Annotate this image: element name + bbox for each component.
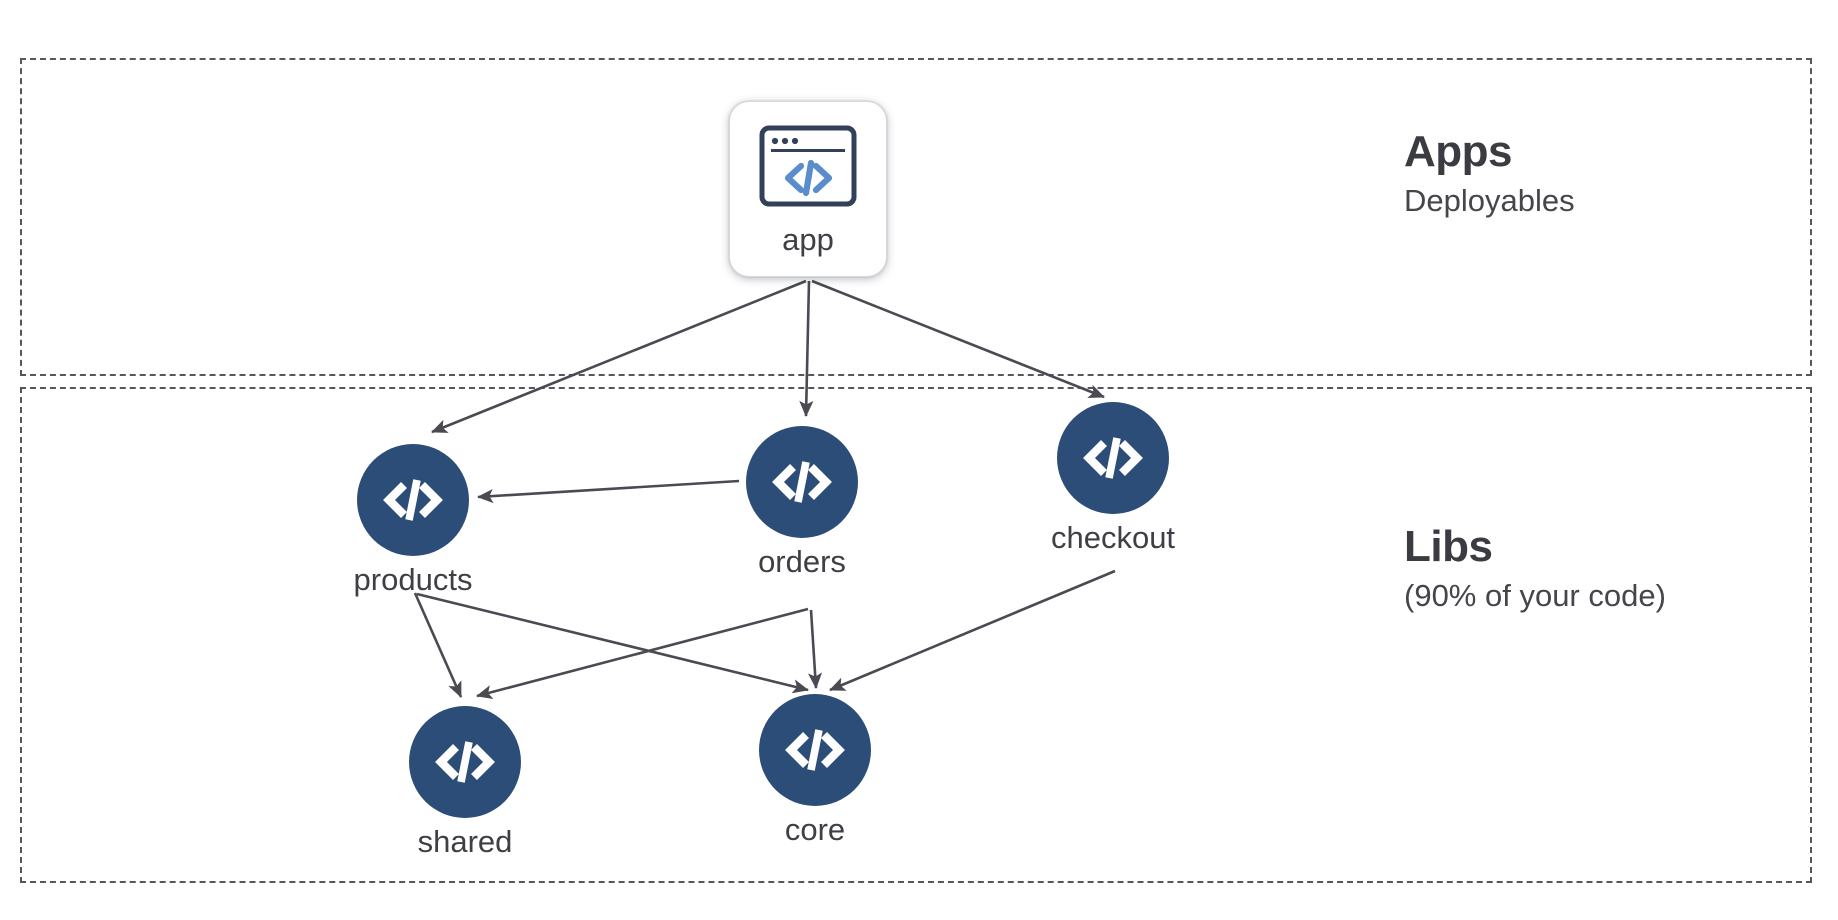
node-app-label: app [782,222,834,257]
node-checkout[interactable]: checkout [1051,402,1175,555]
code-brackets-icon [357,444,469,556]
code-brackets-icon [1057,402,1169,514]
node-checkout-label: checkout [1050,520,1176,555]
zone-apps-legend: Apps Deployables [1404,128,1575,221]
zone-libs-title: Libs [1404,522,1493,571]
zone-apps-subtitle: Deployables [1404,182,1575,218]
code-brackets-icon [409,706,521,818]
node-products-label: products [353,562,473,597]
node-orders-label: orders [758,544,846,579]
node-app[interactable]: app [729,101,887,277]
browser-code-icon [749,122,867,214]
zone-libs-legend: Libs (90% of your code) [1404,523,1666,616]
node-products[interactable]: products [354,444,472,597]
code-brackets-icon [746,426,858,538]
node-orders[interactable]: orders [746,426,858,579]
node-shared-label: shared [417,824,513,859]
node-core-label: core [784,812,846,847]
node-shared[interactable]: shared [409,706,521,859]
node-core[interactable]: core [759,694,871,847]
code-brackets-icon [759,694,871,806]
zone-apps-title: Apps [1404,127,1512,176]
zone-libs-subtitle: (90% of your code) [1404,577,1666,613]
zone-libs [20,387,1812,883]
